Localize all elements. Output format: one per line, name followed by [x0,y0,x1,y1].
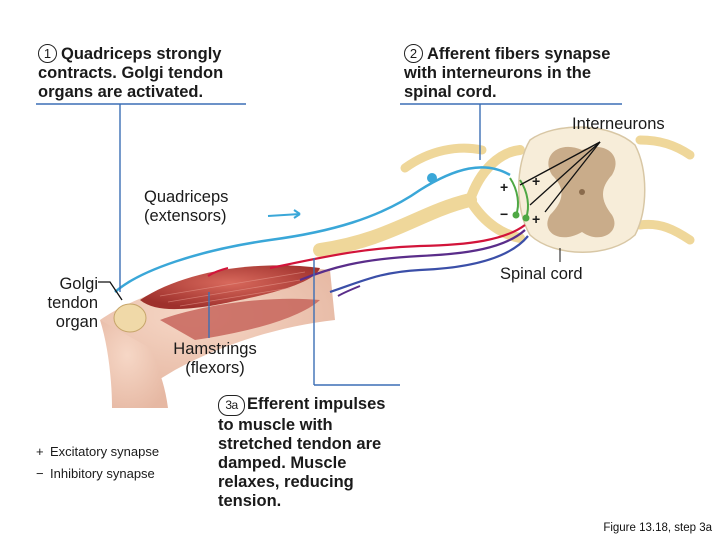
synapse-plus-3: + [532,211,541,227]
spinal-cord-section [518,126,646,253]
label-interneurons: Interneurons [572,115,665,133]
efferent-arrow [207,267,229,277]
synapse-plus-2: + [532,173,541,189]
step1-number: 1 [38,44,57,63]
leg-shin-skin [100,320,168,408]
interneuron-node [522,214,530,222]
synapse-plus-1: + [500,179,509,195]
legend-excitatory: +Excitatory synapse [36,444,160,459]
hamstrings-muscle [160,298,320,340]
label-spinal-cord: Spinal cord [500,265,583,283]
afferent-fiber [114,166,511,293]
efferent-fiber-blue [329,235,529,294]
quadriceps-striations [159,271,306,307]
interneuron-pointers [519,141,601,213]
legend-inhibitory: −Inhibitory synapse [36,466,155,481]
plus-symbol: + [36,444,44,459]
label-quadriceps: Quadriceps (extensors) [144,188,229,225]
golgi-pointer [98,281,123,301]
efferent-fiber-purple [299,229,526,282]
nerve-bundle [313,193,477,257]
figure-caption: Figure 13.18, step 3a [603,522,712,534]
hamstrings-arrow [337,285,361,297]
label-hamstrings: Hamstrings (flexors) [173,340,257,377]
quadriceps-muscle [140,265,320,310]
nerve-right-lower [635,219,695,245]
step2-number: 2 [404,44,423,63]
patella [113,303,147,333]
nerve-right-upper [635,135,695,160]
dorsal-root [465,145,525,205]
nerve-left-upper [400,143,487,173]
step3-number: 3a [218,395,245,416]
afferent-arrow [267,213,301,217]
label-golgi-tendon-organ: Golgi tendon organ [47,275,98,331]
afferent-arrow-head [293,209,301,219]
afferent-cell-body [427,173,437,183]
minus-symbol: − [36,466,44,481]
synapse-minus: − [500,206,509,222]
interneuron-node [512,211,520,219]
leader-lines [119,104,481,385]
efferent-fiber-red [269,224,526,270]
